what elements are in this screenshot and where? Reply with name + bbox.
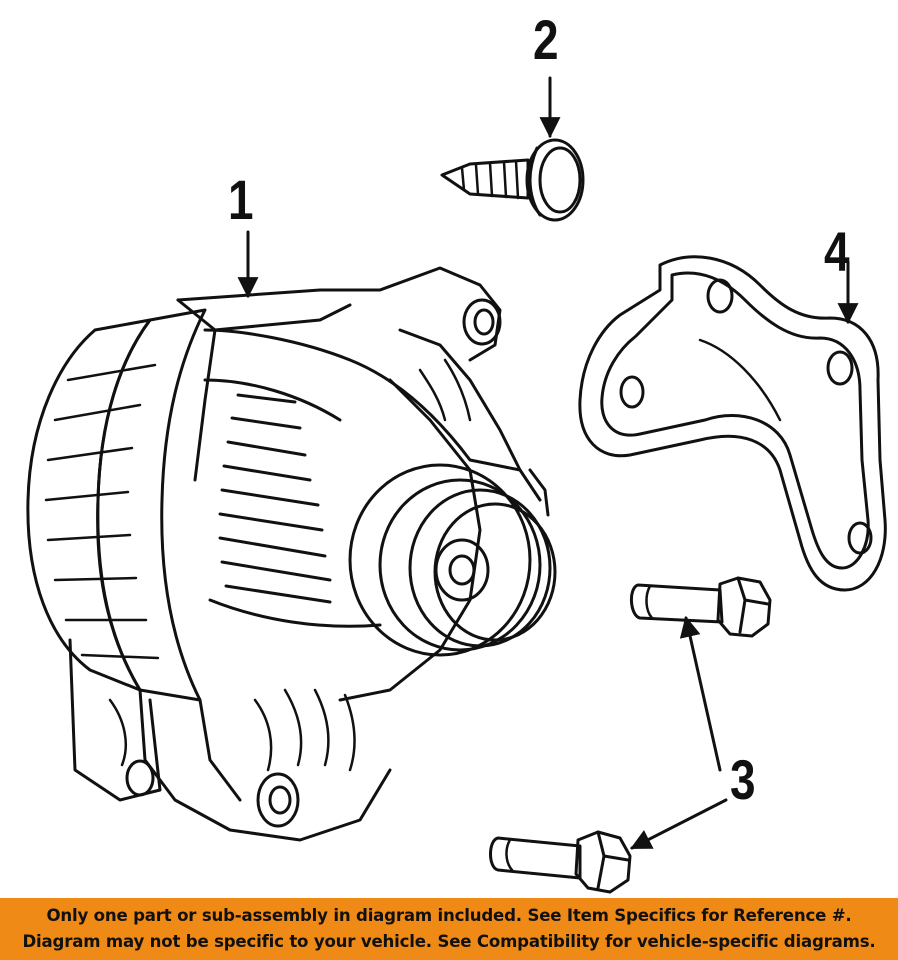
callout-3-leader-upper: [679, 615, 722, 772]
disclaimer-line-1: Only one part or sub-assembly in diagram…: [46, 906, 852, 925]
callout-number-2: 2: [533, 8, 559, 71]
bracket-part-4: [578, 255, 887, 592]
alternator-part-1: [26, 266, 557, 842]
disclaimer-line-2: Diagram may not be specific to your vehi…: [22, 932, 876, 951]
bolt-part-3-lower: [489, 830, 632, 894]
callout-number-4: 4: [824, 220, 850, 283]
exploded-parts-diagram: [26, 76, 887, 894]
callout-3-leader-lower: [630, 798, 728, 850]
disclaimer-banner: Only one part or sub-assembly in diagram…: [0, 898, 898, 960]
callout-number-1: 1: [228, 168, 254, 231]
callout-number-3: 3: [730, 748, 756, 811]
screw-part-2: [440, 138, 585, 222]
bolt-part-3-upper: [630, 576, 772, 638]
